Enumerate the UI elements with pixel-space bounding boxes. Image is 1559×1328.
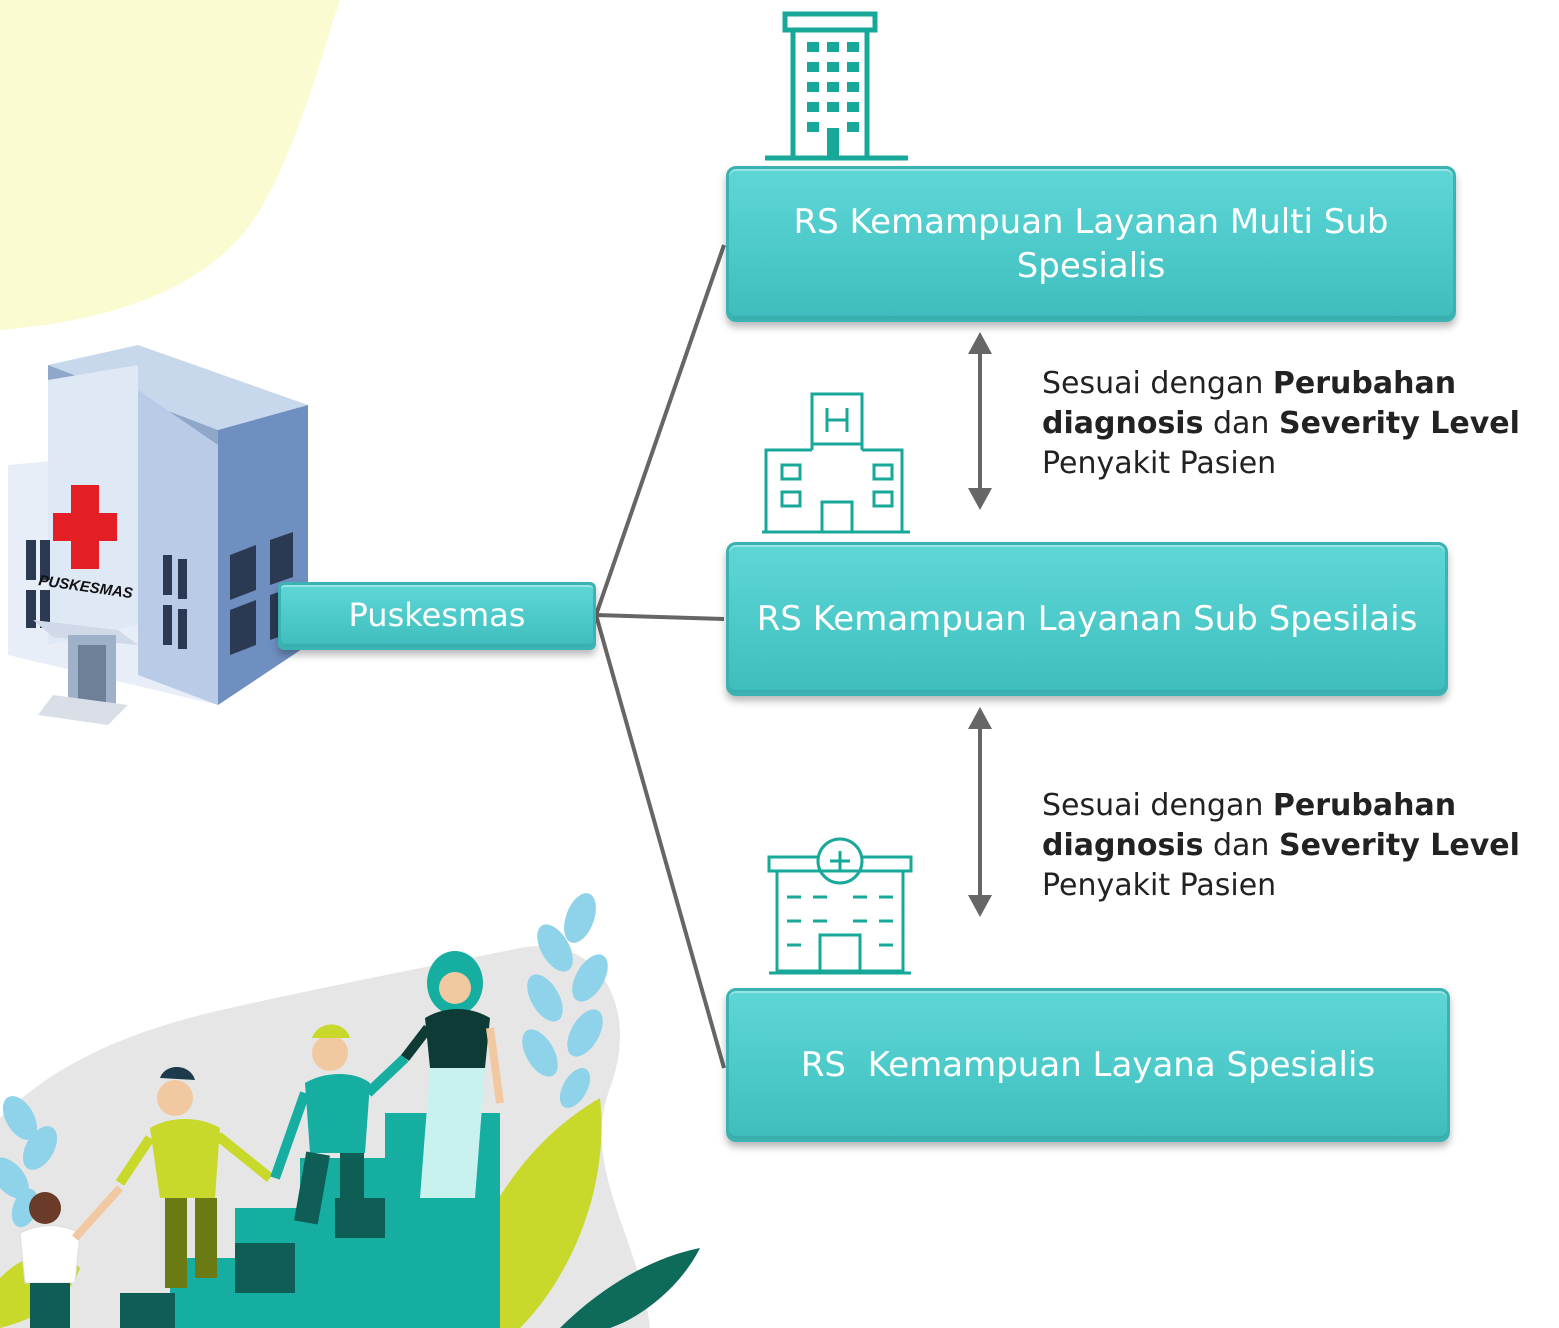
note-bold-text: diagnosis: [1042, 828, 1204, 863]
note-bold-text: diagnosis: [1042, 406, 1204, 441]
level-box-spesialis: RS Kemampuan Layana Spesialis: [726, 988, 1450, 1142]
note-bold-text: Perubahan: [1272, 788, 1457, 823]
note-text: Penyakit Pasien: [1042, 446, 1277, 481]
note-text: Sesuai dengan: [1042, 788, 1273, 823]
note-upper: Sesuai dengan Perubahan diagnosis dan Se…: [1042, 364, 1557, 484]
level-label-sub: RS Kemampuan Layanan Sub Spesilais: [756, 598, 1418, 639]
hospital-h-icon: [762, 392, 910, 534]
people-climbing-illustration: [0, 893, 700, 1328]
note-lower: Sesuai dengan Perubahan diagnosis dan Se…: [1042, 786, 1557, 906]
clinic-plus-icon: [767, 837, 913, 975]
note-bold-text: Severity Level: [1278, 828, 1520, 863]
double-arrow-lower: [968, 707, 992, 917]
double-arrow-upper: [968, 332, 992, 510]
note-text: Sesuai dengan: [1042, 366, 1273, 401]
level-label-multi-sub: RS Kemampuan Layanan Multi Sub Spesialis: [793, 201, 1389, 286]
note-bold-text: Severity Level: [1278, 406, 1520, 441]
puskesmas-label: Puskesmas: [348, 596, 526, 635]
note-text: dan: [1203, 406, 1279, 441]
note-text: Penyakit Pasien: [1042, 868, 1277, 903]
note-bold-text: Perubahan: [1272, 366, 1457, 401]
level-label-spesialis: RS Kemampuan Layana Spesialis: [800, 1044, 1376, 1085]
level-box-multi-sub-spesialis: RS Kemampuan Layanan Multi Sub Spesialis: [726, 166, 1456, 322]
puskesmas-building-illustration: PUSKESMAS: [8, 345, 308, 725]
level-box-sub-spesialis: RS Kemampuan Layanan Sub Spesilais: [726, 542, 1448, 696]
puskesmas-node: Puskesmas: [278, 582, 596, 650]
note-text: dan: [1203, 828, 1279, 863]
tall-building-icon: [765, 11, 908, 161]
